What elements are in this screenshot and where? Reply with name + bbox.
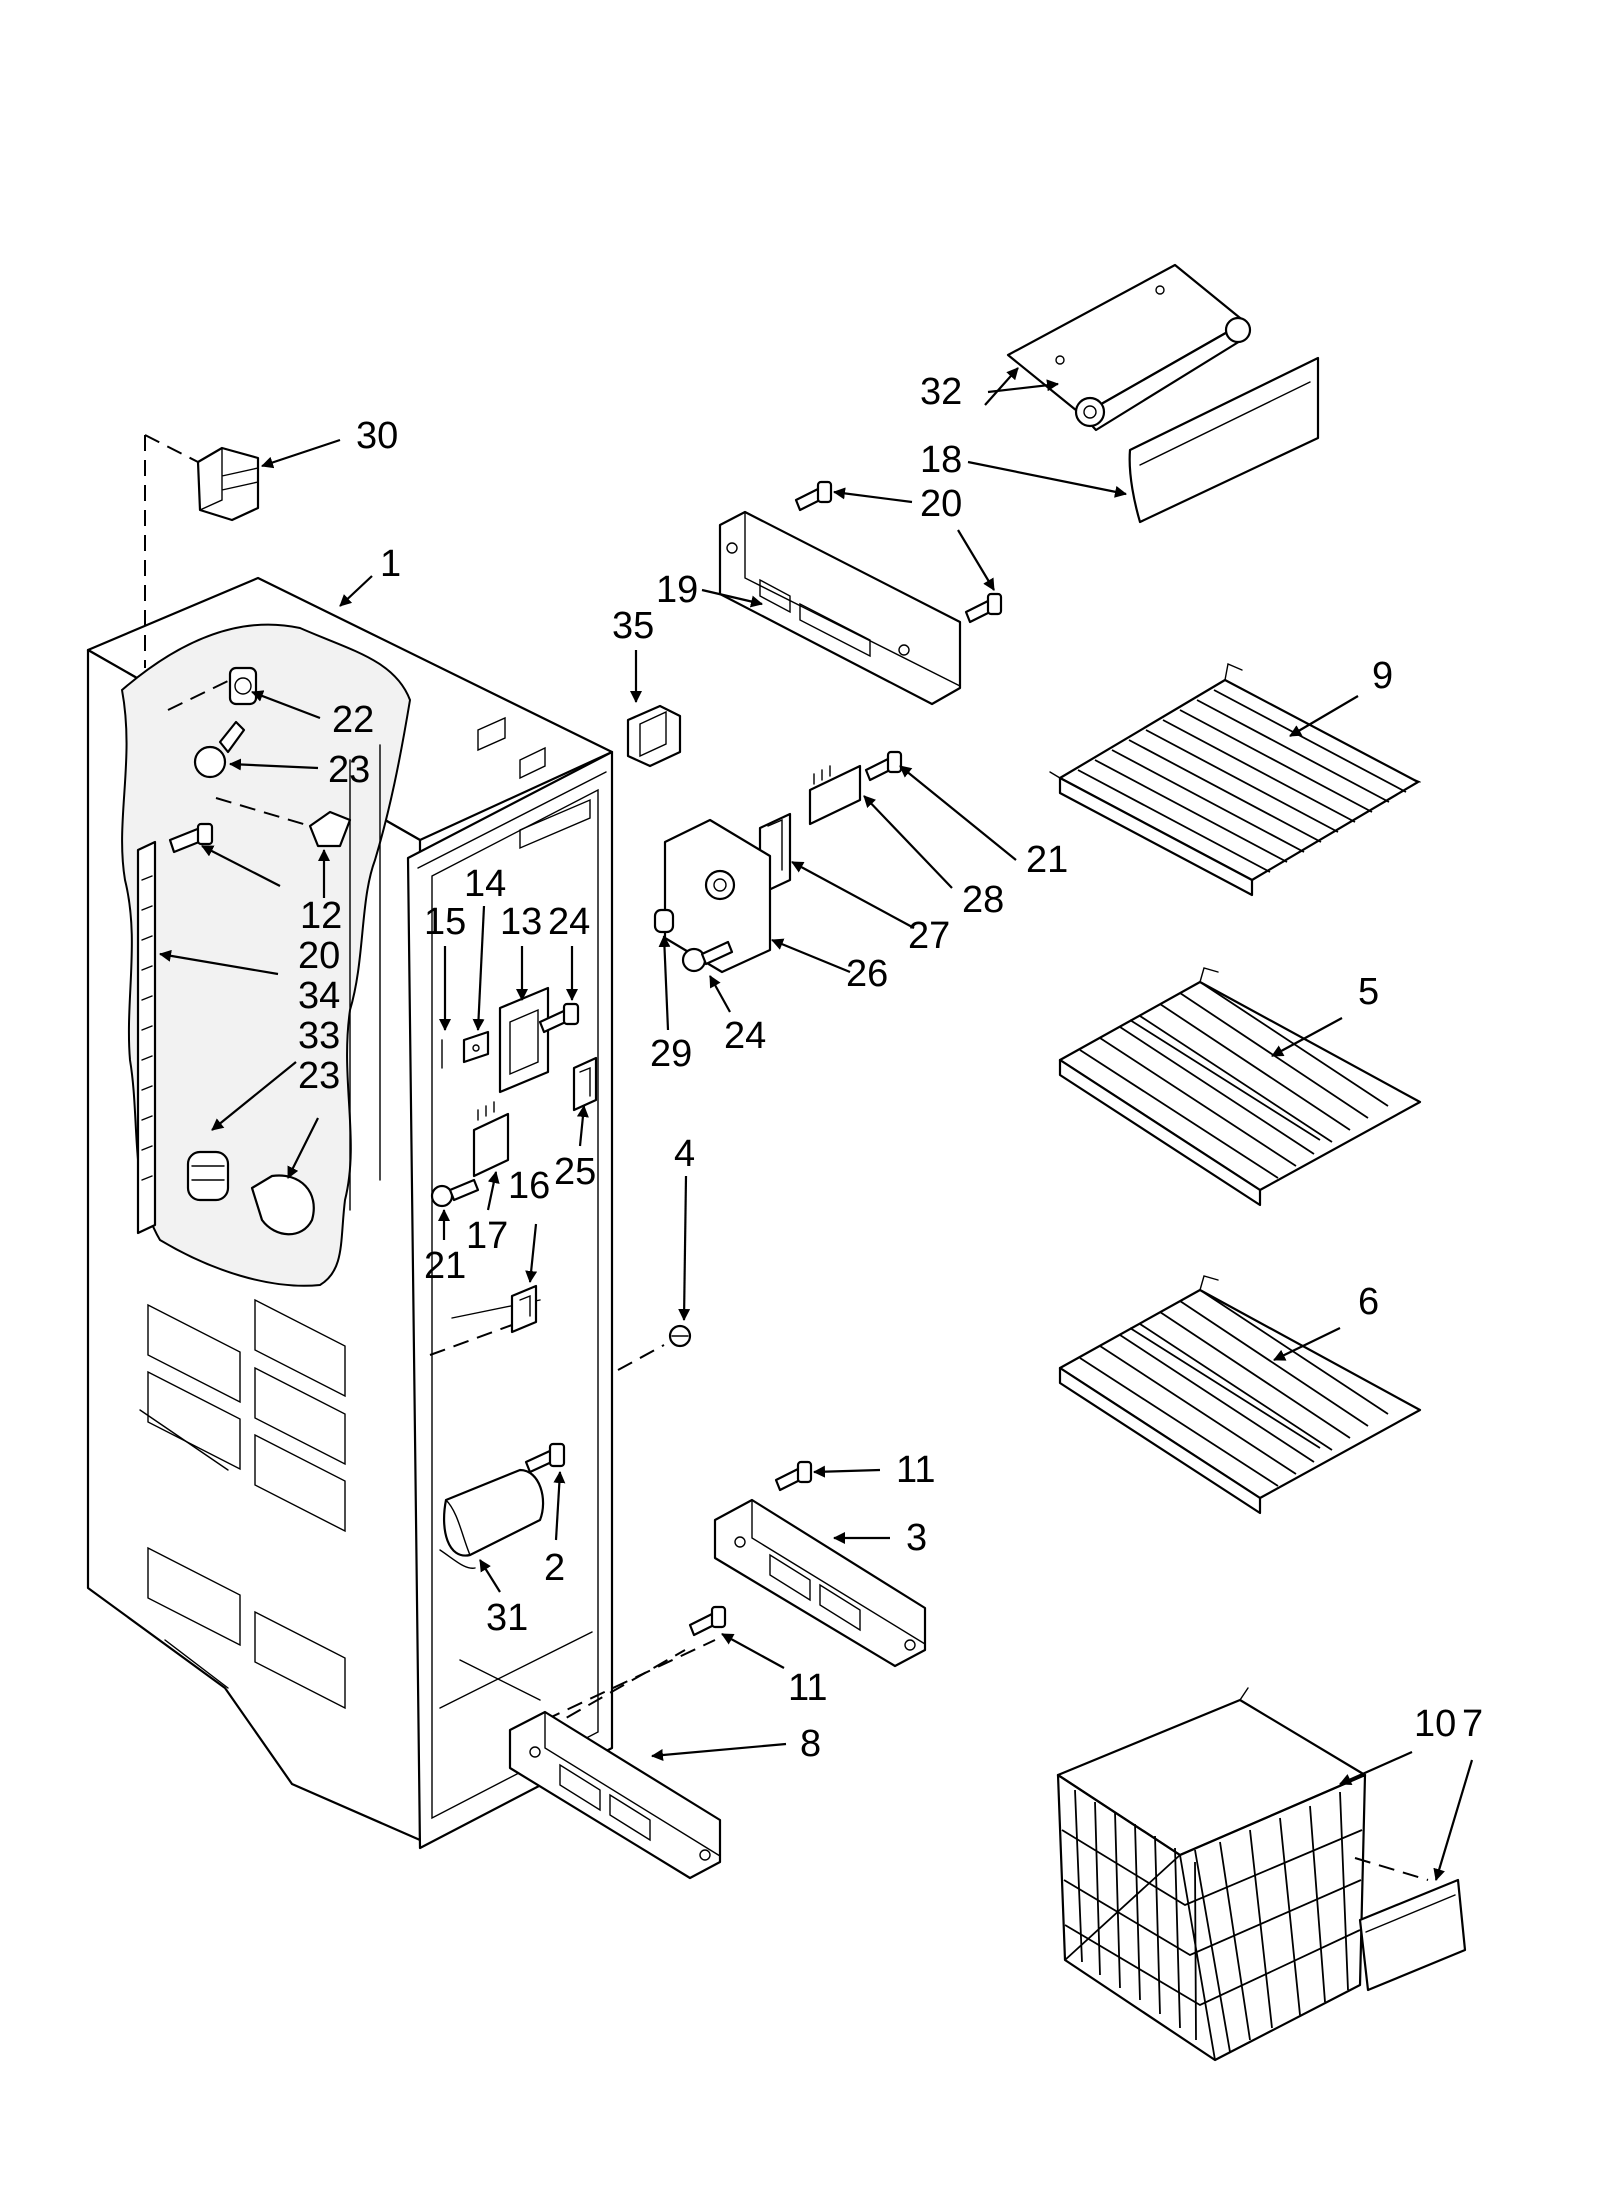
callout-11-upper: 11 [896, 1449, 935, 1491]
wire-clip-part-30 [196, 446, 260, 522]
harness-line-7 [1354, 1857, 1429, 1881]
callout-7: 7 [1462, 1703, 1483, 1745]
callout-1: 1 [380, 543, 401, 585]
shelf-part-6 [1058, 1275, 1422, 1515]
clip-part-35 [626, 704, 682, 768]
shelf-part-5 [1058, 967, 1422, 1207]
callout-8: 8 [800, 1723, 821, 1765]
callout-5: 5 [1358, 971, 1379, 1013]
callout-20-upper: 20 [920, 483, 962, 525]
harness-line-16 [429, 1324, 513, 1356]
harness-line-12 [215, 797, 311, 827]
sensor-part-28 [808, 764, 862, 826]
callout-17: 17 [466, 1215, 508, 1257]
leader-arrows [159, 367, 1474, 1881]
screw-part-4 [668, 1324, 692, 1348]
screw-part-21-front [430, 1178, 480, 1208]
screw-part-2 [524, 1442, 566, 1474]
screw-part-20-right [964, 592, 1003, 624]
screw-part-11-upper [774, 1460, 813, 1492]
harness-line-30 [144, 434, 199, 668]
harness-line-3 [544, 1639, 716, 1721]
clip-part-12 [308, 810, 352, 848]
callout-30: 30 [356, 415, 398, 457]
harness-line-8 [544, 1649, 686, 1731]
callout-28: 28 [962, 879, 1004, 921]
knob-part-29 [653, 908, 675, 934]
part-16-connector [510, 1284, 538, 1334]
callout-11-lower: 11 [788, 1667, 827, 1709]
grille-part-8 [508, 1710, 722, 1880]
part-25-bracket [572, 1056, 598, 1112]
callout-9: 9 [1372, 655, 1393, 697]
callout-16: 16 [508, 1165, 550, 1207]
part-13-plate [498, 986, 550, 1094]
harness-line-22 [167, 679, 231, 711]
callout-23-lower: 23 [298, 1055, 340, 1097]
callout-25: 25 [554, 1151, 596, 1193]
callout-4: 4 [674, 1133, 695, 1175]
panel-part-18 [1128, 356, 1320, 524]
screw-part-20-upper [794, 480, 833, 512]
bracket-part-32 [1006, 263, 1252, 432]
callout-33: 33 [298, 1015, 340, 1057]
callout-19: 19 [656, 569, 698, 611]
callout-27: 27 [908, 915, 950, 957]
callout-22: 22 [332, 699, 374, 741]
shelf-part-9 [1049, 663, 1421, 897]
light-socket-upper [228, 666, 258, 706]
cabinet-liner [86, 576, 614, 1850]
light-socket-lower [186, 1150, 230, 1202]
callout-18: 18 [920, 439, 962, 481]
callout-31: 31 [486, 1597, 528, 1639]
callout-3: 3 [906, 1517, 927, 1559]
callout-labels: 30 1 32 18 20 19 35 22 23 12 20 34 33 23… [298, 371, 1483, 1765]
callout-24-lower: 24 [724, 1015, 766, 1057]
screw-part-20-left [168, 822, 214, 854]
light-bulb-upper [193, 720, 246, 779]
screw-part-24-upper [538, 1002, 580, 1034]
callout-6: 6 [1358, 1281, 1379, 1323]
light-bar-part-34 [136, 840, 157, 1235]
callout-34: 34 [298, 975, 340, 1017]
callout-24-upper: 24 [548, 901, 590, 943]
cover-part-31 [439, 1468, 545, 1569]
part-17-board [472, 1101, 510, 1178]
callout-20-left: 20 [298, 935, 340, 977]
screw-part-21-right [864, 750, 903, 782]
callout-29: 29 [650, 1033, 692, 1075]
part-14-flag [462, 1030, 490, 1064]
callout-26: 26 [846, 953, 888, 995]
callout-13: 13 [500, 901, 542, 943]
callout-14: 14 [464, 863, 506, 905]
harness-line-4 [617, 1344, 665, 1371]
screw-part-24-lower [681, 940, 734, 973]
grille-part-3 [713, 1498, 927, 1668]
callout-2: 2 [544, 1547, 565, 1589]
callout-21-right: 21 [1026, 839, 1068, 881]
basket-part-10 [1056, 1687, 1367, 2062]
callout-23-upper: 23 [328, 749, 370, 791]
screw-part-11-lower [688, 1605, 727, 1637]
callout-35: 35 [612, 605, 654, 647]
housing-part-19 [718, 510, 962, 706]
callout-32: 32 [920, 371, 962, 413]
callout-10: 10 [1414, 1703, 1456, 1745]
callout-21-front: 21 [424, 1245, 466, 1287]
callout-12: 12 [300, 895, 342, 937]
callout-15: 15 [424, 901, 466, 943]
front-part-7 [1358, 1878, 1467, 1992]
